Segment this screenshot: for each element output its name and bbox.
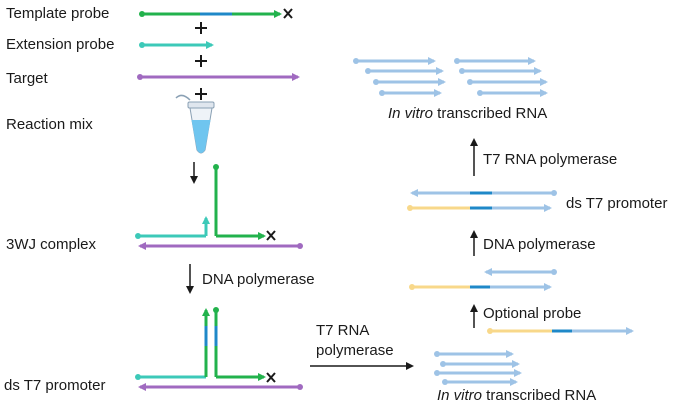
label-t7-rna-line1: T7 RNA xyxy=(316,322,370,339)
extension-probe-strand xyxy=(139,41,214,49)
template-probe-strand xyxy=(139,8,293,19)
label-reaction-mix: Reaction mix xyxy=(6,116,93,133)
target-strand xyxy=(137,73,300,81)
label-dna-polymerase-left: DNA polymerase xyxy=(202,271,315,288)
rna-transcripts-top-right xyxy=(454,57,548,97)
plus-sign-2 xyxy=(195,55,207,67)
label-in-vitro-transcribed-rna-bottom: In vitro transcribed RNA xyxy=(437,387,596,405)
optional-probe-strand xyxy=(487,327,634,335)
label-3wj-complex: 3WJ complex xyxy=(6,236,97,253)
x-mark-icon xyxy=(283,8,293,19)
label-in-vitro-transcribed-rna-top: In vitro transcribed RNA xyxy=(388,105,547,123)
rna-transcripts-top-left xyxy=(353,57,446,97)
label-ds-t7-promoter-left: ds T7 promoter xyxy=(4,377,106,394)
label-in-vitro-bottom-italic: In vitro xyxy=(437,387,483,404)
x-mark-icon xyxy=(266,372,276,383)
label-in-vitro-top-italic: In vitro xyxy=(388,105,434,122)
label-target: Target xyxy=(6,70,48,87)
label-ds-t7-promoter-right: ds T7 promoter xyxy=(566,195,668,212)
three-way-junction-complex xyxy=(135,164,303,250)
label-dna-polymerase-right: DNA polymerase xyxy=(483,236,596,253)
label-in-vitro-top-rest: transcribed RNA xyxy=(433,105,548,122)
label-t7-rna-polymerase-right: T7 RNA polymerase xyxy=(483,151,618,168)
label-template-probe: Template probe xyxy=(6,5,110,22)
plus-sign-3 xyxy=(195,88,207,100)
ds-t7-promoter-complex-left xyxy=(135,307,303,391)
label-t7-rna-line2: polymerase xyxy=(316,342,394,359)
rna-transcripts-bottom xyxy=(434,350,522,386)
microcentrifuge-tube-icon xyxy=(175,94,215,154)
x-mark-icon xyxy=(266,230,276,241)
label-optional-probe: Optional probe xyxy=(483,305,582,322)
label-in-vitro-bottom-rest: transcribed RNA xyxy=(482,387,597,404)
ds-t7-promoter-complex-right xyxy=(407,189,557,212)
label-extension-probe: Extension probe xyxy=(6,36,115,53)
plus-sign-1 xyxy=(195,22,207,34)
probe-rna-duplex xyxy=(409,268,557,291)
